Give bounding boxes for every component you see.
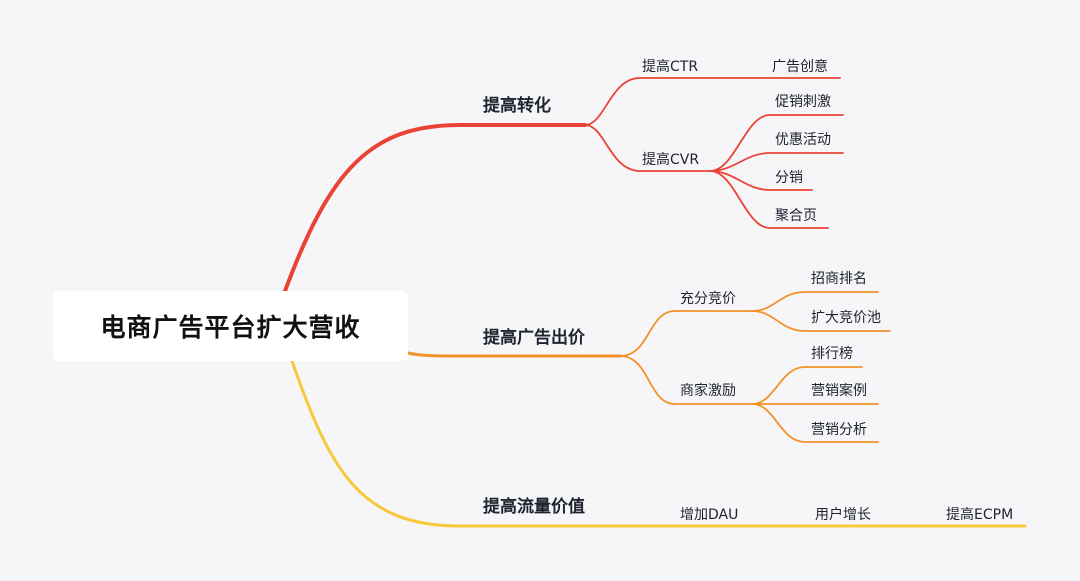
edge-root-bid <box>406 351 622 358</box>
leaf-node-distribution[interactable]: 分销 <box>775 170 803 186</box>
edge-root-traffic <box>290 359 1027 528</box>
edge-cvr-discount <box>709 152 844 172</box>
edge-root-conversion <box>283 123 587 293</box>
edge-incentive-leaderboard <box>751 366 863 405</box>
edge-cvr-distribution <box>709 170 813 191</box>
sub-node-user-growth[interactable]: 用户增长 <box>815 507 871 523</box>
leaf-node-cases[interactable]: 营销案例 <box>811 383 867 399</box>
leaf-node-bid-pool[interactable]: 扩大竞价池 <box>811 310 881 326</box>
branch-node-bid[interactable]: 提高广告出价 <box>483 328 585 348</box>
edge-cvr-promo <box>709 114 844 172</box>
edge-cvr-aggregate <box>709 170 829 229</box>
leaf-node-analysis[interactable]: 营销分析 <box>811 422 867 438</box>
leaf-node-leaderboard[interactable]: 排行榜 <box>811 346 853 362</box>
edge-bid-bidding <box>619 310 753 357</box>
sub-node-incentive[interactable]: 商家激励 <box>680 383 736 399</box>
sub-node-bidding[interactable]: 充分竞价 <box>680 291 736 307</box>
branch-node-traffic[interactable]: 提高流量价值 <box>483 497 585 517</box>
edge-bidding-ranking <box>751 291 879 312</box>
sub-node-ecpm[interactable]: 提高ECPM <box>946 507 1014 523</box>
root-node-label: 电商广告平台扩大营收 <box>100 313 361 342</box>
leaf-node-ad-creative[interactable]: 广告创意 <box>772 59 828 75</box>
leaf-node-discount[interactable]: 优惠活动 <box>775 132 831 148</box>
root-node[interactable]: 电商广告平台扩大营收 <box>53 291 408 361</box>
branch-node-conversion[interactable]: 提高转化 <box>483 96 551 116</box>
sub-node-cvr[interactable]: 提高CVR <box>642 152 700 168</box>
leaf-node-aggregate-page[interactable]: 聚合页 <box>775 208 817 224</box>
edge-bidding-pool <box>751 310 891 332</box>
leaf-node-ranking[interactable]: 招商排名 <box>811 271 867 287</box>
edge-conversion-ctr <box>584 77 759 126</box>
sub-node-ctr[interactable]: 提高CTR <box>642 59 699 75</box>
edge-conversion-cvr <box>584 124 711 172</box>
edge-incentive-analysis <box>751 403 879 443</box>
edge-bid-incentive <box>619 355 753 405</box>
leaf-node-promo[interactable]: 促销刺激 <box>775 94 831 110</box>
sub-node-dau[interactable]: 增加DAU <box>680 507 739 523</box>
